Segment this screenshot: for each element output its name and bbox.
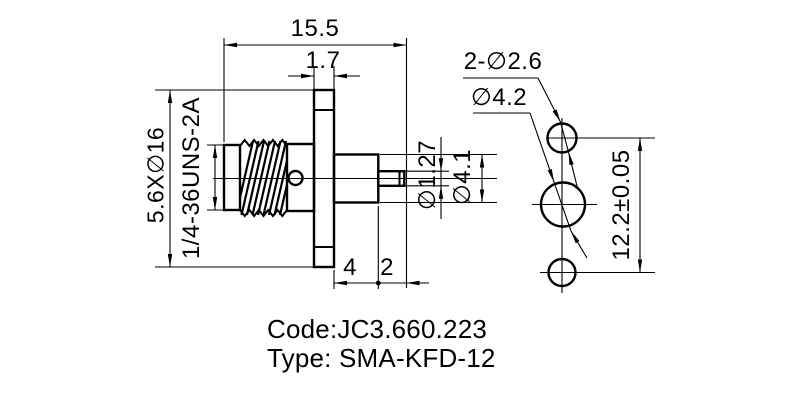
dimension-lines — [155, 38, 641, 289]
coupling-nut-end — [222, 143, 242, 212]
thread-spec-label: 1/4-36UNS-2A — [178, 96, 205, 260]
mounting-hole-top — [546, 122, 578, 154]
dim-hole-spacing: 12.2±0.05 — [608, 149, 635, 261]
thread-section — [239, 138, 288, 218]
end-view — [539, 122, 587, 288]
center-pin — [377, 169, 406, 187]
mounting-holes-leader — [537, 77, 579, 191]
mounting-hole-bottom — [547, 257, 577, 288]
body-hole — [287, 169, 304, 187]
part-code-label: Code:JC3.660.223 — [267, 314, 488, 344]
side-view — [222, 88, 406, 269]
leader-lines — [463, 77, 588, 259]
connector-body — [285, 142, 316, 213]
arrowheads — [167, 42, 643, 286]
dim-overall-length: 15.5 — [290, 15, 340, 42]
dim-flange-thickness: 1.7 — [305, 47, 341, 74]
dim-flange-size: 5.6X∅16 — [142, 126, 169, 224]
dim-pin-length: 2 — [380, 254, 394, 281]
dim-mounting-holes: 2-∅2.6 — [463, 48, 543, 75]
center-hole-leader — [529, 112, 588, 259]
dim-insulator-length: 4 — [343, 254, 357, 281]
part-type-label: Type: SMA-KFD-12 — [267, 343, 496, 373]
dim-insulator-diameter: ∅4.1 — [449, 148, 476, 206]
thread-hatching — [239, 140, 288, 216]
dim-center-hole: ∅4.2 — [470, 84, 528, 111]
dim-pin-diameter: ∅1.27 — [414, 139, 441, 211]
center-hole-circle — [539, 181, 587, 228]
